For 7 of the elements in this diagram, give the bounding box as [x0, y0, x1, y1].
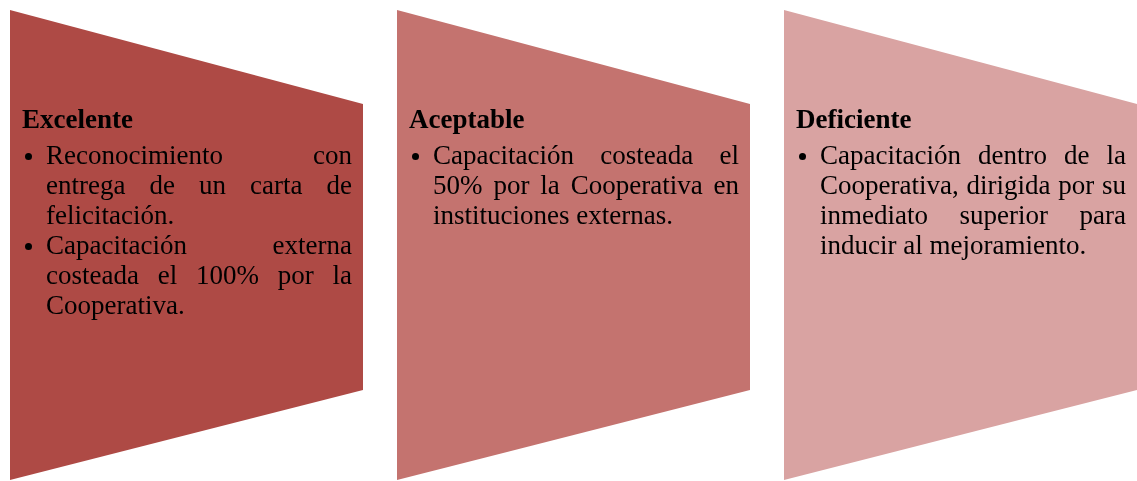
heading: Aceptable: [409, 104, 526, 134]
heading: Excelente: [22, 104, 134, 134]
bullet-text: Capacitación externa costeada el 100% por la Cooperativa.: [46, 230, 352, 320]
heading: Deficiente: [796, 104, 913, 134]
bullet-text: Capacitación costeada el 50% por la Cooperativa en instituciones externas.: [433, 140, 739, 230]
bullet-text: Reconocimiento con entrega de un carta de felicitación.: [46, 140, 352, 230]
bullet-text: Capacitación dentro de la Cooperativa, dirigida por su inmediato superior para inducir al mejoramiento.: [820, 140, 1126, 260]
